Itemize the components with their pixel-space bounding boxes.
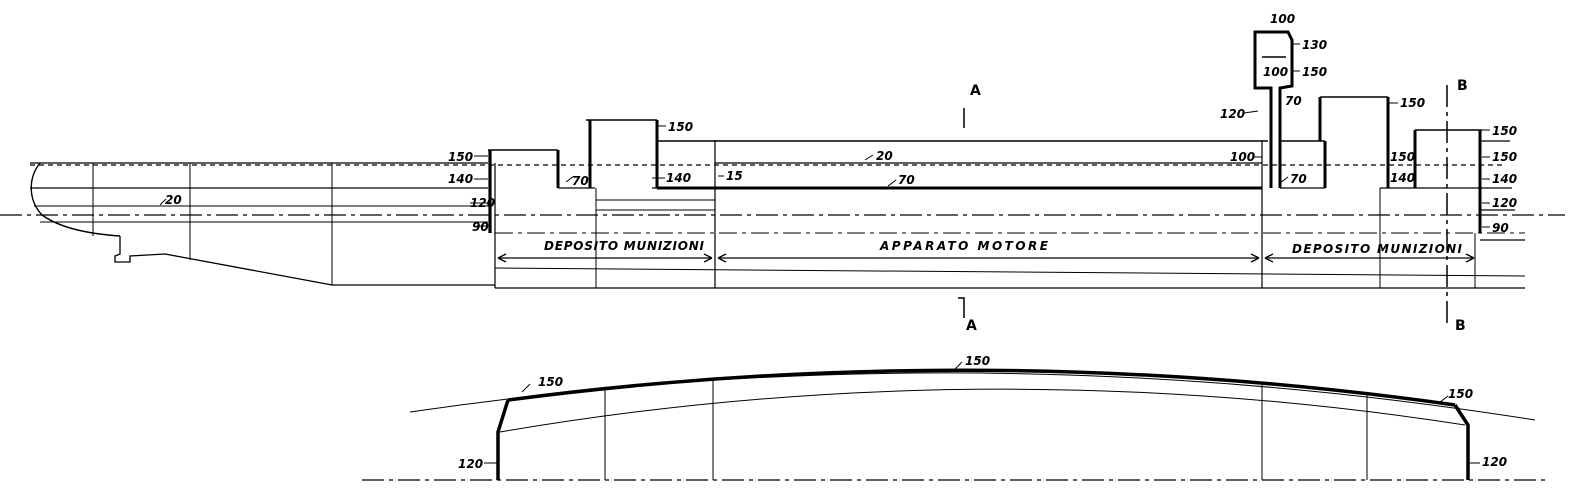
tower-130-label: 130 [1302, 38, 1327, 52]
tower-100-label: 100 [1270, 12, 1295, 26]
tower-70-label: 70 [1285, 94, 1302, 108]
aft-top-150-label: 150 [1400, 96, 1425, 110]
plan-armor-deck [507, 368, 1456, 407]
section-b-bottom-label: B [1455, 318, 1466, 334]
section-a-bottom-label: A [966, 318, 977, 334]
aft-right-140-label: 140 [1492, 172, 1517, 186]
plan-right-wall [1453, 404, 1470, 480]
fwd-left-90-label: 90 [472, 220, 489, 234]
aft-right-150-label: 150 [1492, 150, 1517, 164]
plan-right-120-label: 120 [1482, 455, 1507, 469]
plan-left-120-label: 120 [458, 457, 483, 471]
fwd-top-150-label: 150 [668, 120, 693, 134]
plan-lower-deck [499, 388, 1466, 433]
forefoot-outline [114, 236, 333, 286]
aft-right-150-top-label: 150 [1492, 124, 1517, 138]
aft-inner-140-label: 140 [1390, 171, 1415, 185]
forward-magazine-label: DEPOSITO MUNIZIONI [544, 239, 705, 253]
plan-outer-curve [409, 372, 1536, 421]
fwd-left-120-label: 120 [470, 196, 495, 210]
bow-outline [30, 162, 121, 237]
plan-left-150-label: 150 [538, 375, 563, 389]
deck-20-label: 20 [876, 149, 893, 163]
aft-100-label: 100 [1230, 150, 1255, 164]
section-a-top-label: A [970, 83, 981, 99]
tower-150-label: 150 [1302, 65, 1327, 79]
deck-70-label: 70 [898, 173, 915, 187]
section-b-top-label: B [1457, 78, 1468, 94]
aft-right-120-label: 120 [1492, 196, 1517, 210]
fwd-right-140-label: 140 [666, 171, 691, 185]
profile-view [0, 30, 1565, 328]
aft-magazine-label: DEPOSITO MUNIZIONI [1292, 242, 1463, 256]
aft-inner-150-label: 150 [1390, 150, 1415, 164]
machinery-label: APPARATO MOTORE [879, 239, 1049, 253]
section-a-bottom-mark [958, 297, 965, 318]
compartment-arrows [497, 253, 1475, 263]
aft-70-label: 70 [1290, 172, 1307, 186]
tower-120-label: 120 [1220, 107, 1245, 121]
fwd-left-140-label: 140 [448, 172, 473, 186]
plan-right-150-label: 150 [1448, 387, 1473, 401]
plan-view [362, 368, 1545, 481]
plan-left-wall [496, 399, 510, 480]
fwd-left-150-label: 150 [448, 150, 473, 164]
tower-100-inner-label: 100 [1263, 65, 1288, 79]
fwd-15-label: 15 [726, 169, 743, 183]
bow-thickness-label: 20 [165, 193, 182, 207]
leader-lines [159, 43, 1490, 464]
fwd-inner-70-label: 70 [572, 174, 589, 188]
aft-right-90-label: 90 [1492, 221, 1509, 235]
plan-center-150-label: 150 [965, 354, 990, 368]
magazine-deck-line [494, 267, 1526, 277]
conning-tower-outline [1253, 30, 1294, 188]
